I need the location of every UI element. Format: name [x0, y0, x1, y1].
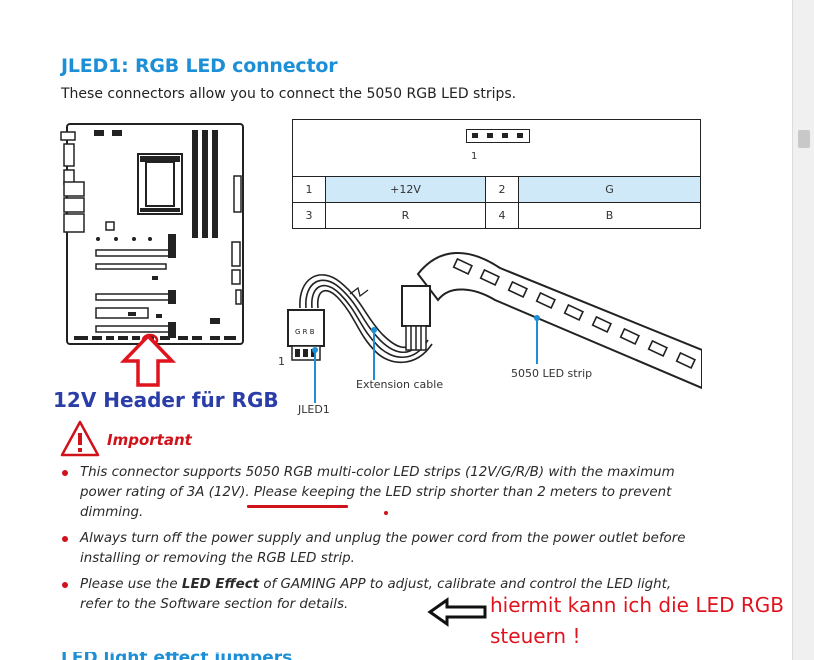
red-up-arrow-icon: [120, 333, 176, 387]
bullet-text-end: of GAMING APP to adjust, calibrate and c…: [80, 577, 672, 612]
pin-signal: G: [518, 176, 701, 203]
red-underline-mark: [247, 505, 348, 508]
jled1-label: JLED1: [298, 403, 330, 416]
control-annotation: hiermit kann ich die LED RGB steuern !: [490, 593, 784, 648]
table-row: 3 R 4 B: [292, 202, 701, 229]
pin-signal: B: [518, 202, 701, 229]
pin-number: 4: [485, 202, 519, 229]
bullet-text: This connector supports 5050 RGB multi-c…: [80, 465, 675, 520]
bullet-text: Always turn off the power supply and unp…: [80, 531, 686, 566]
led-strip-label: 5050 LED strip: [511, 367, 593, 380]
section-intro: These connectors allow you to connect th…: [61, 86, 517, 102]
list-item: Always turn off the power supply and unp…: [62, 529, 702, 569]
left-arrow-icon: [427, 597, 487, 627]
scrollbar-thumb[interactable]: [798, 130, 810, 148]
table-row: 1 +12V 2 G: [292, 176, 701, 203]
important-callout: Important: [60, 420, 210, 458]
pin-header-cell: 1: [292, 119, 701, 177]
warning-icon: [60, 420, 100, 457]
pin-one-label: 1: [278, 355, 285, 368]
connector-pin-icon: [466, 129, 530, 143]
pin-number: 1: [292, 176, 326, 203]
jled1-pin-table: 1 1 +12V 2 G 3 R 4 B: [292, 119, 701, 229]
list-item: This connector supports 5050 RGB multi-c…: [62, 463, 702, 523]
important-label: Important: [107, 431, 192, 449]
manual-page: JLED1: RGB LED connector These connector…: [53, 55, 784, 660]
list-item: Please use the LED Effect of GAMING APP …: [62, 575, 702, 615]
next-section-title: LED light effect jumpers: [61, 652, 341, 660]
pin-signal: +12V: [325, 176, 486, 203]
led-effect-label: LED Effect: [181, 577, 260, 592]
pin-number: 3: [292, 202, 326, 229]
pin-signal: R: [325, 202, 486, 229]
motherboard-diagram: [60, 123, 244, 347]
pin-number: 2: [485, 176, 519, 203]
section-title: JLED1: RGB LED connector: [61, 55, 338, 77]
led-strip-cable-diagram: G R B: [287, 252, 702, 403]
plug-pin-letters: G R B: [295, 328, 315, 336]
extension-cable-label: Extension cable: [356, 378, 444, 391]
vertical-scrollbar[interactable]: [792, 0, 814, 660]
bullet-text-start: Please use the: [80, 577, 182, 592]
red-dot-mark: [384, 511, 388, 515]
pin-one-marker: 1: [471, 151, 478, 162]
important-list: This connector supports 5050 RGB multi-c…: [62, 463, 702, 621]
header-annotation: 12V Header für RGB: [53, 388, 279, 412]
